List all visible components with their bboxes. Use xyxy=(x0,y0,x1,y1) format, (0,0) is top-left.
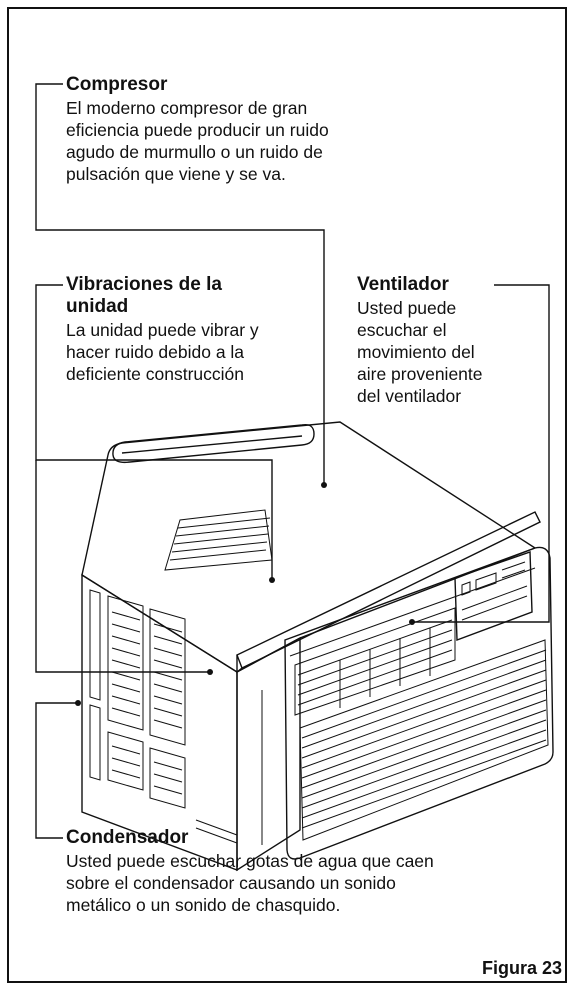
title-line: unidad xyxy=(66,296,129,317)
vibraciones-description: La unidad puede vibrar y hacer ruido deb… xyxy=(66,319,259,385)
text-line: pulsación que viene y se va. xyxy=(66,164,286,184)
ventilador-description: Usted puede escuchar el movimiento del a… xyxy=(357,297,483,407)
vibraciones-marker-2 xyxy=(207,669,213,675)
front-panel xyxy=(284,546,554,860)
top-rail xyxy=(236,511,541,669)
text-line: sobre el condensador causando un sonido xyxy=(66,873,396,893)
vibraciones-leader-2 xyxy=(35,460,210,673)
text-line: Usted puede xyxy=(357,298,457,318)
upper-louvers xyxy=(294,607,456,716)
condensador-description: Usted puede escuchar gotas de agua que c… xyxy=(66,850,434,916)
back-face xyxy=(236,636,301,872)
condensador-leader xyxy=(35,702,78,839)
text-line: del ventilador xyxy=(357,386,462,406)
condensador-title: Condensador xyxy=(66,827,189,848)
ventilador-leader xyxy=(412,284,550,623)
text-line: movimiento del xyxy=(357,342,475,362)
vibraciones-marker xyxy=(269,577,275,583)
text-line: agudo de murmullo o un ruido de xyxy=(66,142,323,162)
compresor-description: El moderno compresor de gran eficiencia … xyxy=(66,97,329,185)
ventilador-title: Ventilador xyxy=(357,274,449,295)
compresor-marker xyxy=(321,482,327,488)
control-panel xyxy=(454,551,533,641)
left-side xyxy=(81,573,238,872)
text-line: aire proveniente xyxy=(357,364,483,384)
text-line: Usted puede escuchar gotas de agua que c… xyxy=(66,851,434,871)
text-line: hacer ruido debido a la xyxy=(66,342,245,362)
text-line: La unidad puede vibrar y xyxy=(66,320,259,340)
text-line: deficiente construcción xyxy=(66,364,245,384)
compresor-title: Compresor xyxy=(66,74,168,95)
figure-label: Figura 23 xyxy=(481,958,562,978)
condensador-marker xyxy=(75,700,81,706)
top-vent-grille xyxy=(164,509,273,571)
side-grille xyxy=(89,589,186,809)
text-line: El moderno compresor de gran xyxy=(66,98,308,118)
front-grille xyxy=(299,639,549,841)
vibraciones-title: Vibraciones de la unidad xyxy=(66,274,222,318)
ventilador-marker xyxy=(409,619,415,625)
compresor-leader xyxy=(35,83,325,485)
text-line: eficiencia puede producir un ruido xyxy=(66,120,329,140)
text-line: escuchar el xyxy=(357,320,447,340)
top-handle xyxy=(112,424,315,464)
title-line: Vibraciones de la xyxy=(66,274,222,295)
text-line: metálico o un sonido de chasquido. xyxy=(66,895,341,915)
